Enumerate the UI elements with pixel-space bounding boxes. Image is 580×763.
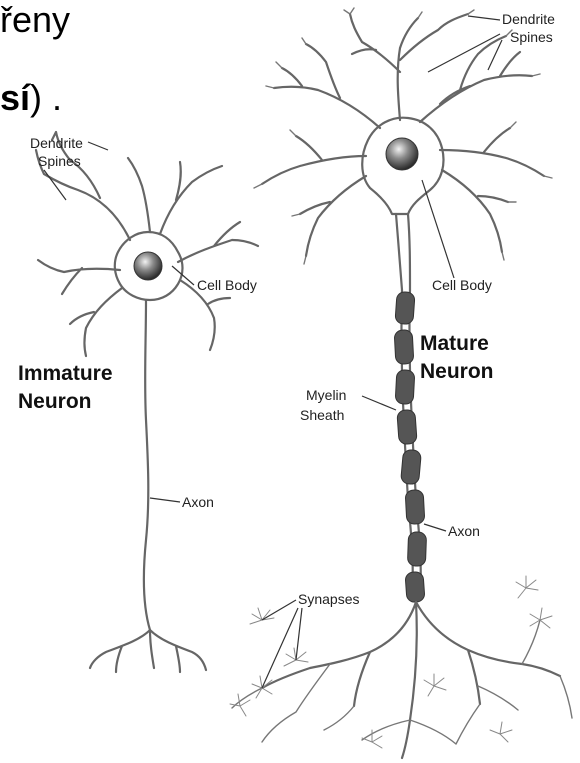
mature-dendrite-spines [254,8,552,264]
leader-line [424,524,446,531]
synapse-burst [250,608,274,624]
mature-title-line2: Neuron [420,360,494,383]
svg-text:Spines: Spines [38,153,81,169]
mature-dendrite [262,136,366,256]
svg-text:Synapses: Synapses [298,591,359,607]
myelin-segment [395,291,415,324]
mature-nucleus [386,138,418,170]
myelin-segment [397,409,417,444]
myelin-segment [407,532,426,567]
mature-dendrite [274,44,380,128]
immature-dendrite [38,260,122,356]
immature-dendrite [128,158,222,234]
svg-text:Axon: Axon [448,523,480,539]
synapse-burst [516,576,538,598]
label-mature-axon: Axon [424,523,480,539]
myelin-segment [395,370,415,405]
myelin-segment [405,490,425,525]
myelin-segment [401,449,422,484]
label-mature-dendrite-spines: Dendrite Spines [428,11,555,72]
immature-title-line1: Immature [18,362,113,385]
immature-title-line2: Neuron [18,390,92,413]
label-immature-axon: Axon [150,494,214,510]
mature-dendrite [350,14,468,120]
immature-nucleus [134,252,162,280]
leader-line [150,498,180,502]
leader-line [362,396,396,410]
myelin-segment [394,330,414,365]
mature-title-line1: Mature [420,332,489,355]
immature-axon-terminal [90,630,206,672]
svg-text:Spines: Spines [510,29,553,45]
svg-text:Dendrite: Dendrite [30,135,83,151]
synapse-burst [424,674,446,696]
label-myelin-sheath: Myelin Sheath [300,387,396,423]
label-synapses: Synapses [262,591,359,688]
mature-axon-terminal [232,620,572,744]
mature-axon [396,214,410,290]
leader-line [422,180,454,278]
svg-text:Dendrite: Dendrite [502,11,555,27]
synapse-burst [362,730,382,748]
synapse-burst [530,608,552,628]
svg-text:Cell Body: Cell Body [432,277,492,293]
synapse-burst [490,722,512,742]
mature-dendrite [440,128,544,252]
mature-dendrite [420,36,532,122]
svg-text:Myelin: Myelin [306,387,346,403]
svg-text:Cell Body: Cell Body [197,277,257,293]
synapse-burst [230,694,250,716]
svg-text:Sheath: Sheath [300,407,344,423]
mature-axon-terminal [262,602,560,758]
label-immature-cell-body: Cell Body [172,266,257,293]
svg-text:Axon: Axon [182,494,214,510]
myelin-segment [405,571,425,602]
immature-axon [144,300,150,630]
